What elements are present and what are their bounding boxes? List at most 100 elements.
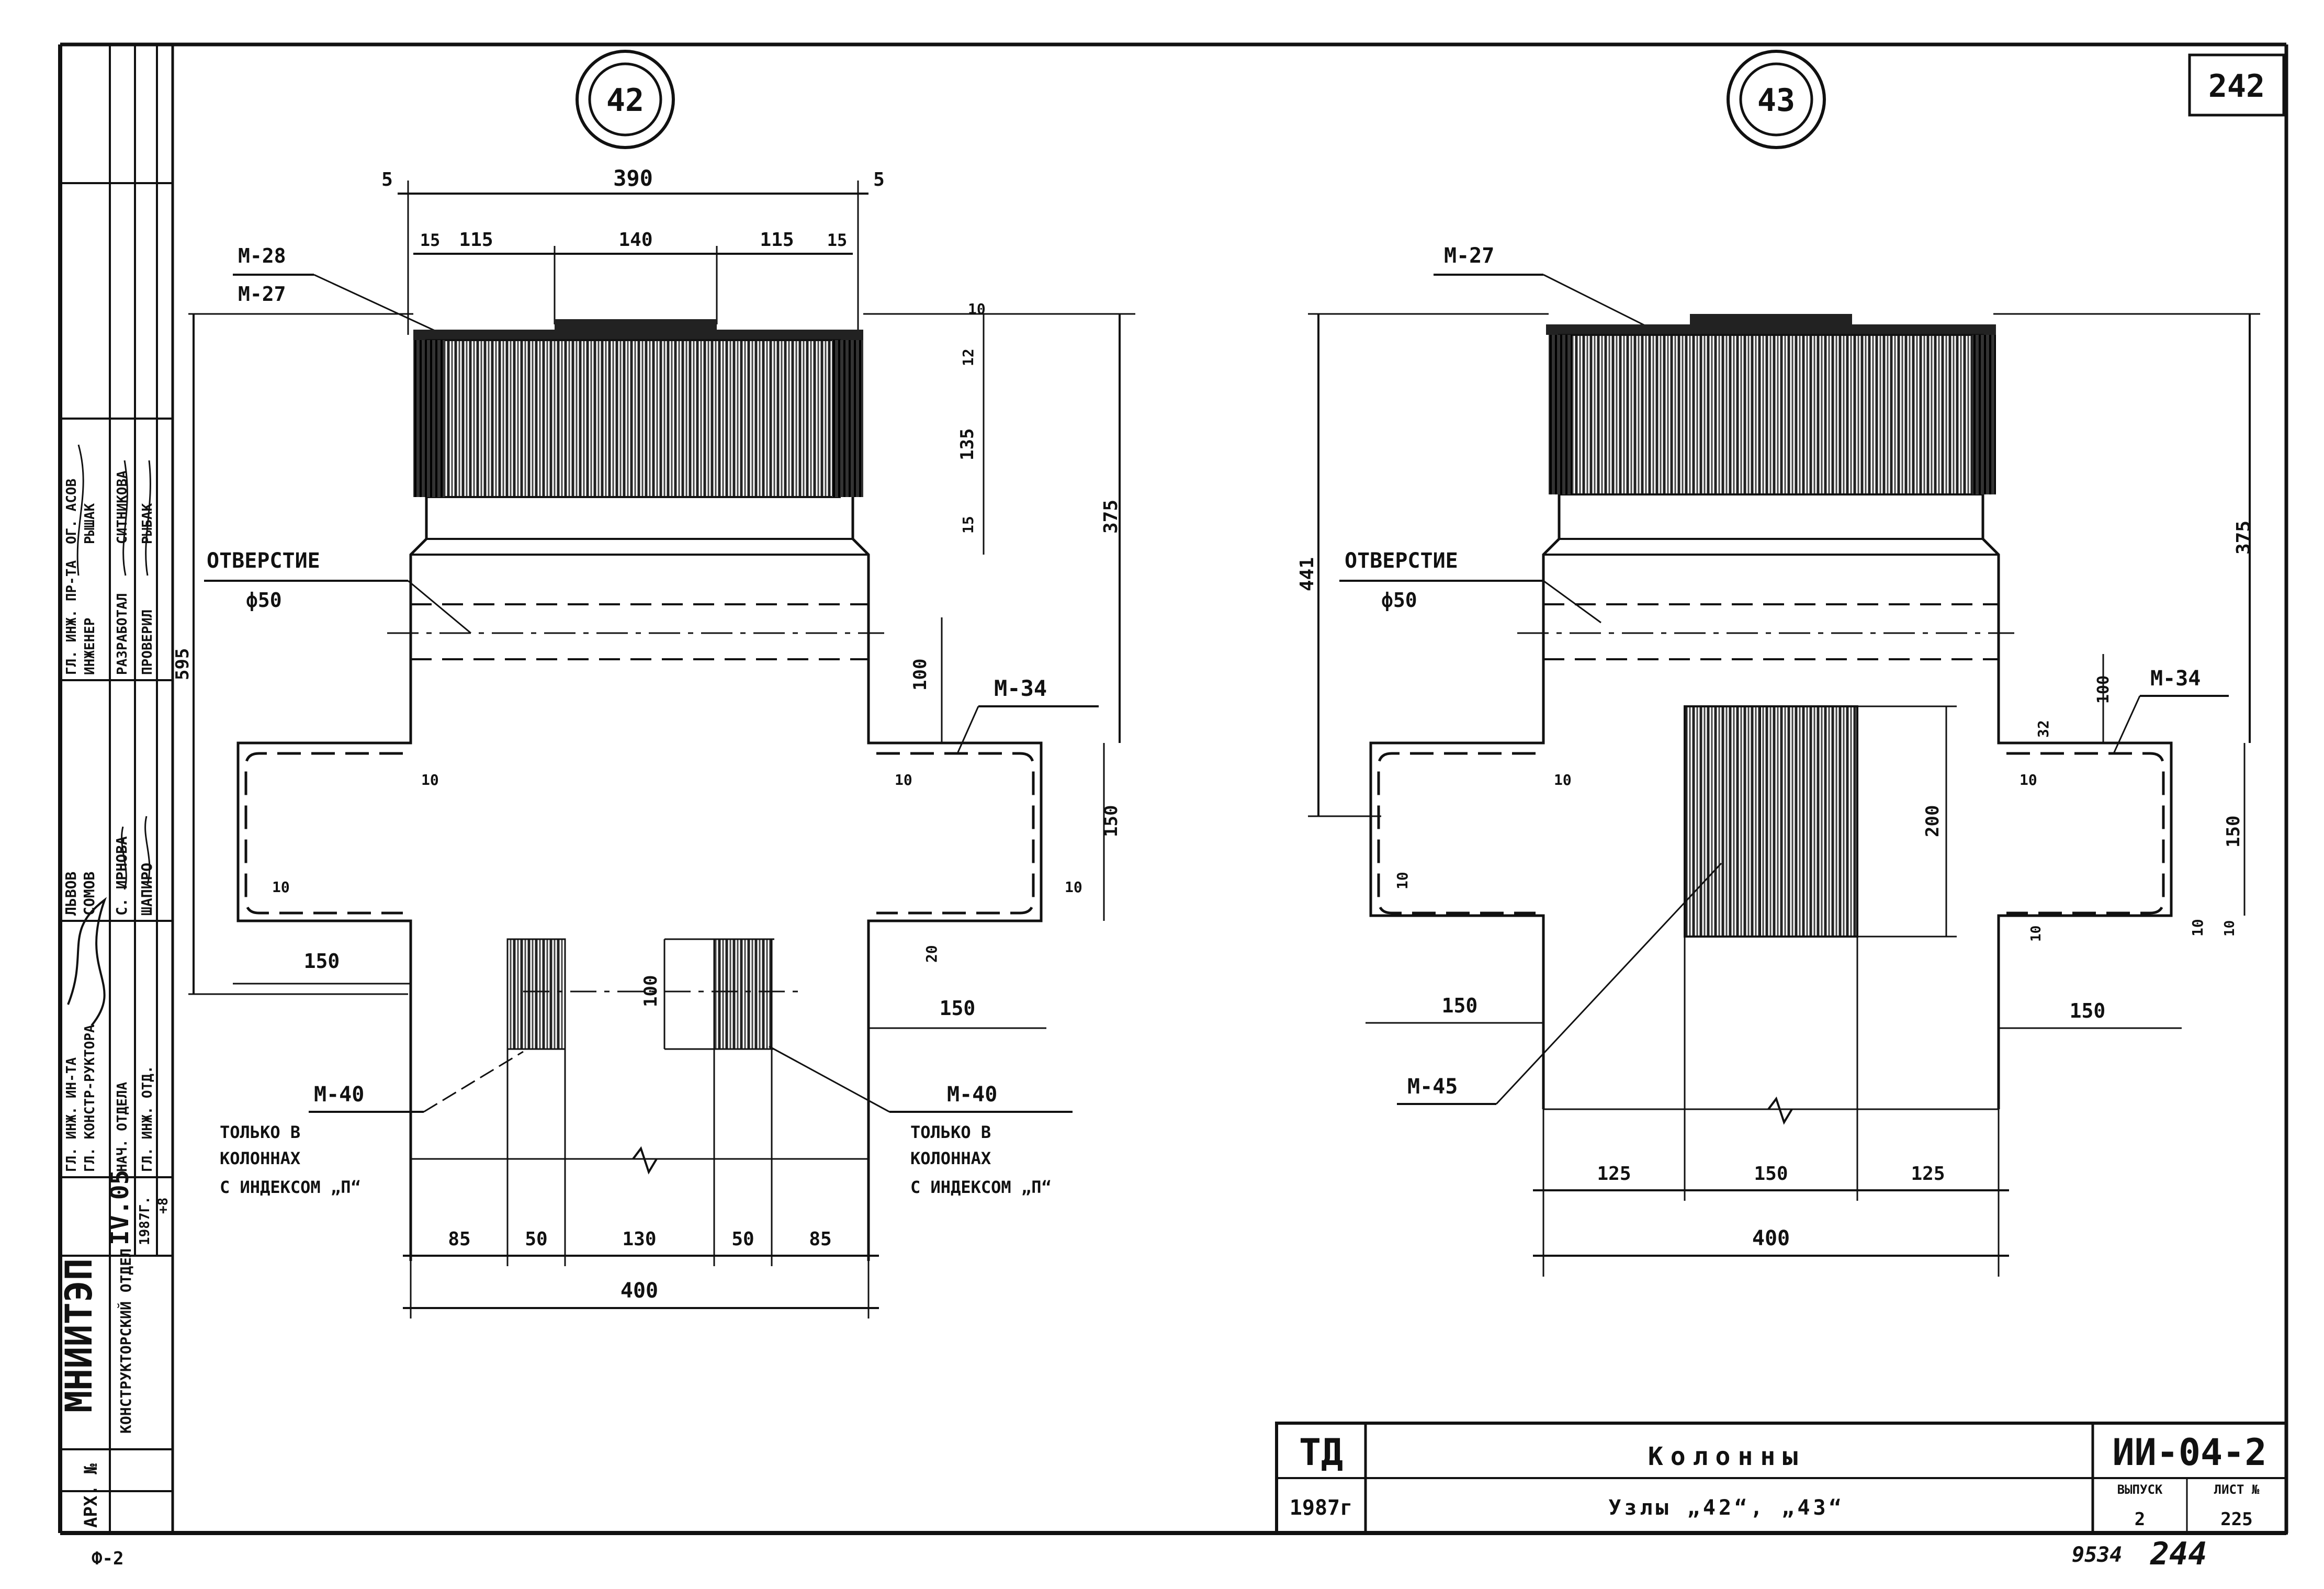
sheet-number: 242 [2208, 68, 2265, 105]
dim-12: 12 [960, 348, 977, 366]
dim-bottom-part-43: 150 [1754, 1163, 1788, 1185]
stamp-role-title: ГЛ. ИНЖ. ОТД. [140, 1066, 155, 1173]
dim-bottom-part-43: 125 [1911, 1163, 1945, 1185]
dim-bottom-part: 85 [448, 1229, 470, 1250]
stamp-role-name: ЛЬВОВ [62, 872, 80, 916]
label-m28: М-28 [238, 244, 286, 267]
dim-200-43: 200 [1922, 805, 1943, 837]
label-m45: М-45 [1407, 1075, 1458, 1099]
signature-mark [145, 460, 151, 576]
stamp-role-title: ИНЖЕНЕР [82, 617, 98, 675]
dim-10-b: 10 [895, 771, 912, 788]
stamp-role-name: СИТНИКОВА [115, 470, 130, 544]
note-m40-left: КОЛОННАХ [220, 1148, 300, 1168]
dim-150-v: 150 [1101, 805, 1122, 837]
label-hole: ОТВЕРСТИЕ [207, 549, 320, 573]
title-issue-label: ВЫПУСК [2117, 1482, 2163, 1497]
stamp-role-title: ГЛ. ИНЖ. ИН-ТА [64, 1057, 80, 1172]
stamp-role-title: ПРОВЕРИЛ [140, 610, 155, 675]
note-m40-left: ТОЛЬКО В [220, 1122, 300, 1142]
stamp-role-name: ШАПИРО [138, 863, 155, 916]
dim-20: 20 [923, 945, 940, 963]
dim-100-43: 100 [2094, 675, 2113, 704]
dim-5-left: 5 [381, 169, 393, 190]
dim-10-top: 10 [968, 300, 986, 318]
label-m34: М-34 [994, 675, 1047, 701]
stamp-role-name: С. ИРНОВА [113, 836, 130, 916]
dim-150-right: 150 [940, 997, 976, 1020]
node-43: 43 М-27 ОТВЕРСТИЕ ф50 М-34 [1296, 50, 2260, 1277]
label-hole-dia: ф50 [246, 589, 282, 612]
title-sheet: 225 [2220, 1509, 2252, 1530]
dim-135: 135 [957, 429, 978, 460]
stamp-small-code: +8 [155, 1198, 171, 1214]
left-stamp: МНИИТЭП КОНСТРУКТОРСКИЙ ОТДЕЛ IV.05 1987… [58, 44, 173, 1534]
dim-15: 15 [960, 516, 977, 534]
stamp-date: IV.05 [105, 1170, 134, 1246]
dim-top-part: 115 [459, 229, 493, 251]
dim-10-43-b: 10 [2020, 771, 2037, 788]
dim-top-part: 115 [760, 229, 794, 251]
dim-150-right-43: 150 [2070, 999, 2106, 1022]
signature-mark [144, 816, 151, 885]
dim-bottom-part: 50 [525, 1229, 547, 1250]
dim-150-left-43: 150 [1442, 994, 1478, 1017]
dim-150-v-43: 150 [2223, 816, 2244, 848]
dim-bottom-total: 400 [621, 1279, 658, 1303]
title-block: ТД 1987г Колонны Узлы „42“, „43“ ИИ-04-2… [1275, 1422, 2288, 1535]
note-m40-right: КОЛОННАХ [910, 1148, 991, 1168]
dim-441: 441 [1296, 557, 1318, 591]
dim-bottom-part: 85 [809, 1229, 831, 1250]
stamp-year: 1987Г. [137, 1196, 153, 1245]
signature-mark [122, 460, 128, 576]
dim-top-part: 140 [618, 229, 652, 251]
footer-left: Ф-2 [92, 1548, 123, 1569]
title-issue: 2 [2135, 1509, 2145, 1530]
title-main: Колонны [1648, 1442, 1805, 1471]
footer-right-a: 9534 [2072, 1543, 2122, 1567]
stamp-org: МНИИТЭП [58, 1258, 100, 1413]
note-m40-right: С ИНДЕКСОМ „П“ [910, 1177, 1052, 1197]
label-m27: М-27 [238, 283, 286, 306]
dim-bottom-part: 130 [622, 1229, 656, 1250]
dim-10-d: 10 [1065, 878, 1082, 896]
label-m40-left: М-40 [314, 1083, 364, 1107]
stamp-role-title: ГЛ. ИНЖ. ПР-ТА [64, 560, 80, 675]
stamp-role-title: НАЧ. ОТДЕЛА [115, 1081, 130, 1172]
title-sub: Узлы „42“, „43“ [1608, 1496, 1844, 1520]
dim-bottom-part-43: 125 [1597, 1163, 1631, 1185]
dim-100-mid: 100 [640, 975, 661, 1007]
node-42: 42 390 5 5 15 115 140 115 15 М-28 М-27 [172, 50, 1135, 1318]
dim-32-43: 32 [2035, 720, 2052, 738]
dim-bottom-part: 50 [731, 1229, 754, 1250]
dim-10-43-a: 10 [1554, 771, 1572, 788]
stamp-role-title: ГЛ. КОНСТР-РУКТОРА [82, 1024, 98, 1172]
dim-top-part: 15 [420, 230, 441, 250]
label-hole-dia-43: ф50 [1381, 589, 1417, 612]
stamp-role-name: РЫШАК [82, 503, 98, 544]
node-43-label: 43 [1757, 82, 1795, 119]
dim-10-43-d: 10 [2189, 919, 2206, 937]
dim-10-c: 10 [272, 878, 290, 896]
dim-10-43-e: 10 [2028, 926, 2044, 942]
label-hole-43: ОТВЕРСТИЕ [1345, 549, 1458, 573]
dim-bottom-total-43: 400 [1752, 1226, 1790, 1250]
signature-mark [67, 897, 107, 1027]
dim-10-a: 10 [421, 771, 439, 788]
node-42-label: 42 [606, 82, 644, 119]
signature-mark [121, 826, 127, 890]
label-m34-43: М-34 [2150, 667, 2201, 691]
note-m40-right: ТОЛЬКО В [910, 1122, 991, 1142]
dim-375-43: 375 [2233, 521, 2254, 555]
label-m27-43: М-27 [1444, 244, 1494, 268]
dim-10-43-f: 10 [2222, 920, 2238, 937]
signature-mark [76, 444, 84, 576]
footer-right-b: 244 [2150, 1536, 2207, 1572]
note-m40-left: С ИНДЕКСОМ „П“ [220, 1177, 361, 1197]
dim-595: 595 [172, 648, 193, 680]
dim-top-part: 15 [827, 230, 848, 250]
stamp-role-name: ОГ. АСОВ [64, 479, 80, 544]
sheet-frame: 2 42 [58, 42, 2288, 1535]
dim-150-left: 150 [304, 950, 340, 973]
